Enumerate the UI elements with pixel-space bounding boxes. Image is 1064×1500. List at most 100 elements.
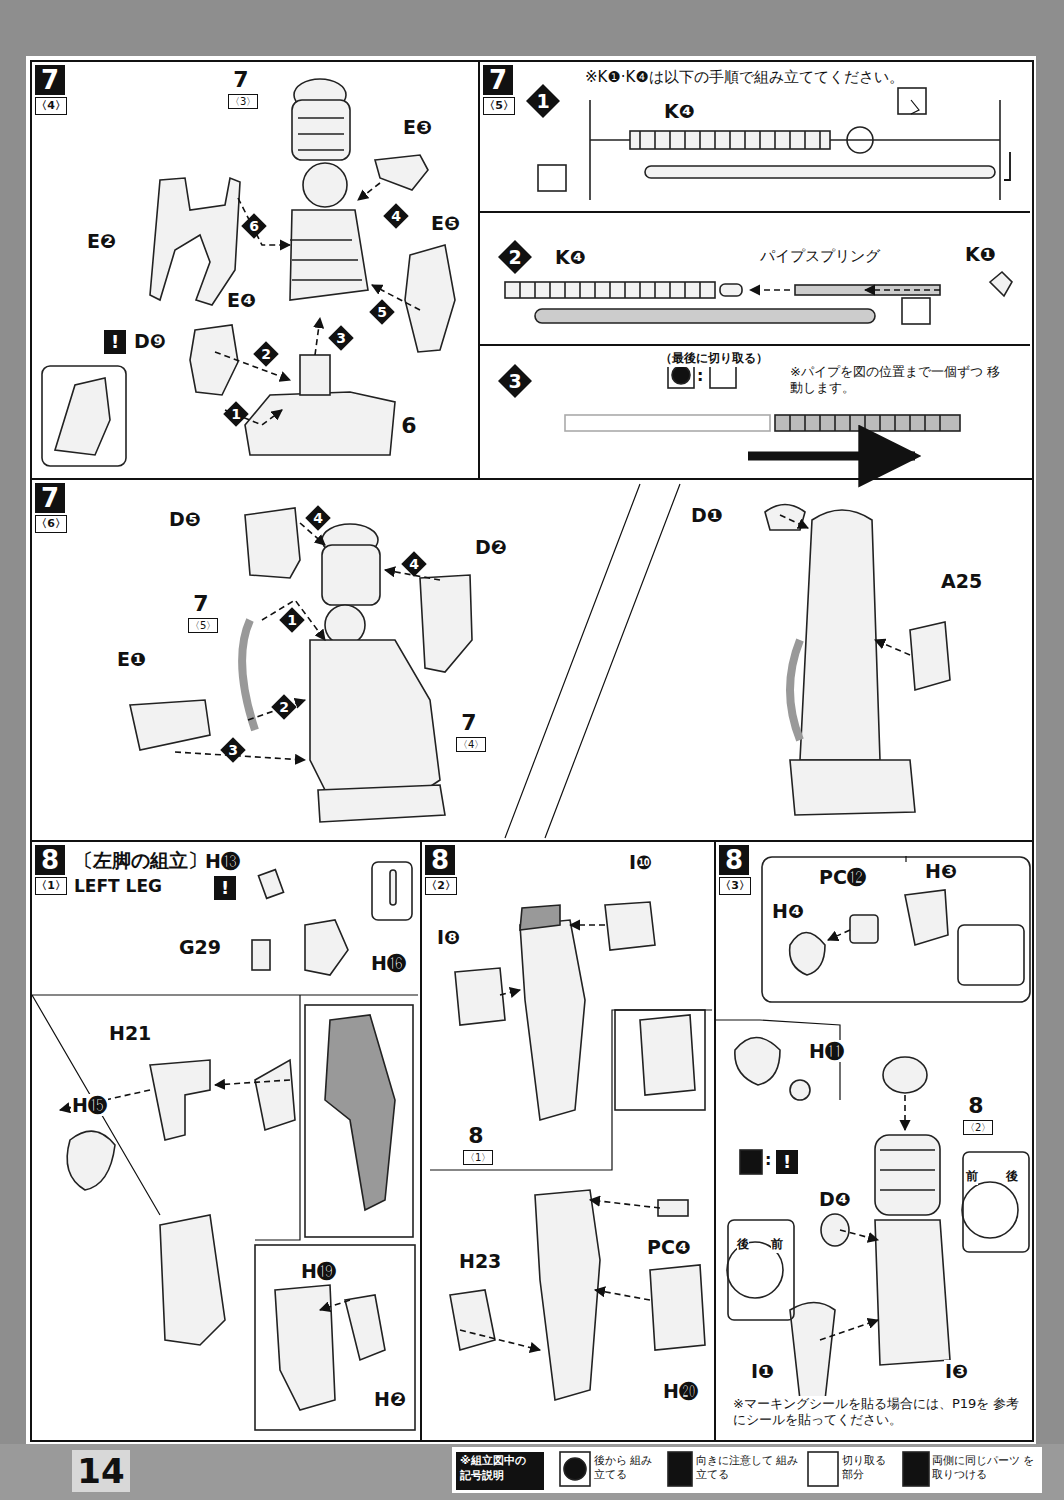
illustration-shape (990, 272, 1012, 296)
illustration-shape (255, 1060, 295, 1130)
illustration-shape (303, 163, 347, 207)
step-diamond: 5 (370, 300, 394, 324)
step-diamond: 1 (526, 84, 560, 118)
part-label: K❶ (964, 243, 997, 265)
note-text: ※パイプを図の位置まで一個ずつ 移動します。 (790, 364, 1002, 397)
illustration-shape (790, 1080, 810, 1100)
section-heading-en: LEFT LEG (74, 876, 162, 896)
illustration-shape (640, 1015, 695, 1095)
illustration-shape (820, 1320, 878, 1340)
part-label: H⓴ (662, 1380, 699, 1402)
illustration-shape (325, 605, 365, 645)
illustration-shape (958, 925, 1024, 985)
illustration-shape (999, 100, 1001, 200)
step-diamond: 4 (384, 204, 408, 228)
direction-label: 後 (1006, 1168, 1018, 1185)
illustration-shape (32, 100, 1030, 1240)
step-number: 8 (35, 845, 65, 875)
illustration-shape (215, 1080, 290, 1085)
illustration-shape (480, 212, 1030, 345)
illustration-shape (292, 100, 350, 160)
step-diamond: 2 (272, 695, 296, 719)
illustration-shape (672, 366, 690, 384)
illustration-shape (640, 131, 820, 149)
illustration-shape (828, 930, 850, 940)
subassembly-ref-sub: 〈4〉 (456, 737, 486, 752)
illustration-shape (298, 149, 344, 151)
illustration-shape (808, 1452, 838, 1486)
illustration-shape (840, 1230, 878, 1240)
part-label: I❸ (944, 1360, 969, 1382)
part-label: E❷ (86, 230, 117, 252)
part-label: H❸ (924, 860, 958, 882)
illustration-shape (520, 282, 700, 298)
illustration-shape (775, 415, 960, 431)
step-diamond: 4 (402, 552, 426, 576)
illustration-shape (906, 100, 919, 862)
illustration-shape (590, 1200, 660, 1208)
illustration-shape (720, 284, 742, 296)
part-label: PC❹ (646, 1236, 692, 1258)
step-diamond: 3 (329, 326, 353, 350)
step-substep: 〈5〉 (483, 97, 515, 115)
step-diamond: 1 (280, 608, 304, 632)
part-label: H⓯ (71, 1094, 108, 1116)
illustration-shape (821, 1214, 849, 1246)
subassembly-ref: 8 (465, 1124, 487, 1148)
subassembly-ref-sub: 〈2〉 (963, 1120, 993, 1135)
illustration-shape (505, 282, 715, 298)
illustration-shape (735, 1038, 780, 1086)
part-label: H⓰ (370, 952, 407, 974)
illustration-shape (32, 995, 418, 1240)
subassembly-ref: 6 (398, 414, 420, 438)
step-panel: 8 〈3〉 (714, 840, 1034, 1442)
illustration-shape (565, 415, 770, 431)
illustration-shape (298, 117, 344, 119)
illustration-shape (298, 133, 344, 135)
illustration-shape (305, 920, 348, 975)
illustration-shape (325, 1015, 395, 1210)
part-label: D❺ (168, 508, 202, 530)
illustration-shape (589, 100, 591, 200)
part-label: K❹ (663, 100, 696, 122)
part-label: I❶ (750, 1360, 775, 1382)
illustration-shape (150, 178, 240, 305)
subassembly-ref: 8 (965, 1094, 987, 1118)
illustration-shape (630, 131, 830, 149)
legend-heading: ※組立図中の 記号説明 (456, 1452, 544, 1490)
part-label: D❹ (818, 1188, 852, 1210)
part-label: D❷ (474, 536, 508, 558)
step-number: 8 (719, 845, 749, 875)
direction-label: （最後に切り取る） (660, 350, 768, 367)
step-panel: 7〈6〉 (30, 478, 1034, 842)
illustration-shape (300, 355, 330, 395)
illustration-shape (790, 760, 915, 815)
illustration-shape (748, 452, 915, 461)
step-diamond: 2 (498, 240, 532, 274)
illustration-shape (605, 902, 655, 950)
illustration-shape (538, 165, 566, 191)
illustration-shape (345, 1295, 385, 1360)
part-label: H23 (458, 1250, 502, 1272)
step-substep: 〈3〉 (719, 877, 751, 895)
illustration-shape (883, 1057, 927, 1093)
illustration-shape (790, 933, 825, 976)
illustration-shape (160, 1215, 225, 1345)
orientation-mark: ! (104, 330, 126, 354)
illustration-shape (875, 1135, 940, 1215)
illustration-shape (535, 1190, 600, 1400)
illustration-shape (305, 1005, 413, 1237)
part-label: G29 (178, 936, 222, 958)
illustration-shape (215, 352, 290, 380)
step-substep: 〈1〉 (35, 877, 67, 895)
illustration-shape (420, 575, 472, 672)
illustration-shape (795, 285, 940, 295)
illustration-shape (358, 183, 380, 200)
part-label: E❹ (226, 289, 257, 311)
illustration-shape (430, 1010, 712, 1170)
illustration-shape (320, 1300, 350, 1310)
illustration-shape (150, 1060, 210, 1140)
orientation-mark: ! (214, 876, 236, 900)
illustration-shape (535, 309, 875, 323)
step-substep: 〈4〉 (35, 97, 67, 115)
